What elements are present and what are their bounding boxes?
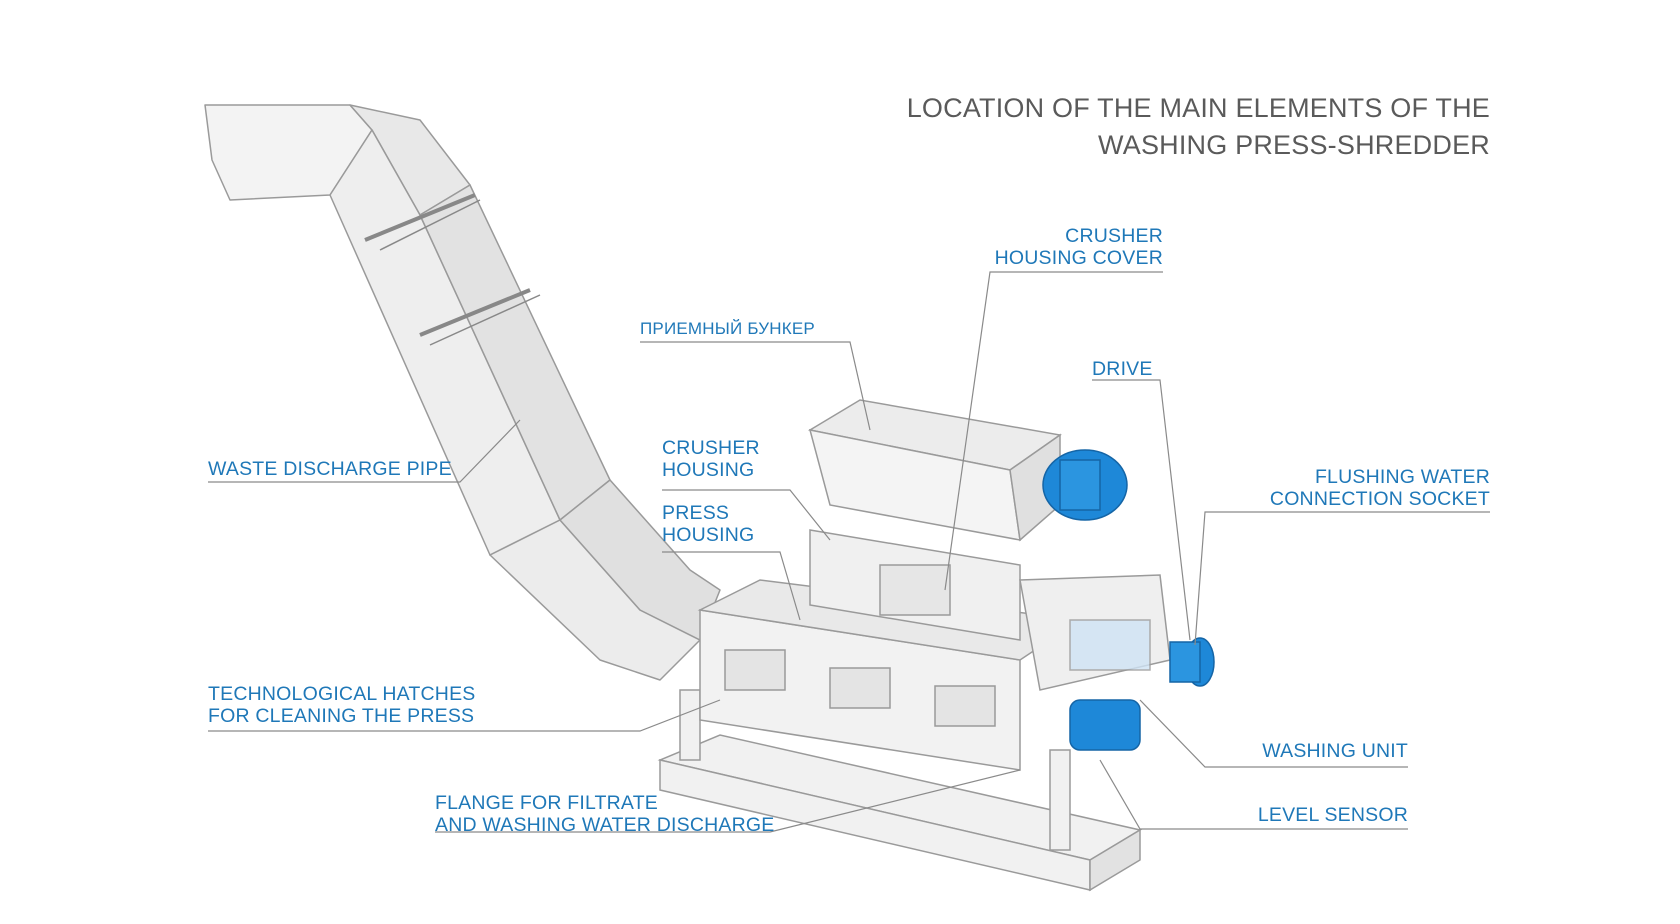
label-technological-hatches: TECHNOLOGICAL HATCHES FOR CLEANING THE P… xyxy=(208,683,476,727)
title-line-2: WASHING PRESS-SHREDDER xyxy=(1098,130,1490,160)
label-flange-filtrate: FLANGE FOR FILTRATE AND WASHING WATER DI… xyxy=(435,792,775,836)
label-flushing-water-socket: FLUSHING WATER CONNECTION SOCKET xyxy=(1269,466,1490,510)
frame xyxy=(657,689,1142,892)
drive-motor xyxy=(1042,449,1128,521)
label-crusher-housing-cover: CRUSHER HOUSING COVER xyxy=(994,225,1163,269)
washing-pump xyxy=(1069,699,1141,751)
waste-discharge-pipe xyxy=(204,104,721,681)
label-crusher-housing: CRUSHER HOUSING xyxy=(662,437,760,481)
label-waste-discharge-pipe: WASTE DISCHARGE PIPE xyxy=(208,458,452,480)
label-drive: DRIVE xyxy=(1092,358,1153,380)
label-receiving-hopper: ПРИЕМНЫЙ БУНКЕР xyxy=(640,319,815,338)
receiving-hopper xyxy=(807,399,1062,641)
label-press-housing: PRESS HOUSING xyxy=(662,502,755,546)
washing-unit xyxy=(1019,574,1171,691)
label-washing-unit: WASHING UNIT xyxy=(1262,740,1408,762)
diagram-title: LOCATION OF THE MAIN ELEMENTS OF THE WAS… xyxy=(690,90,1490,164)
flushing-socket xyxy=(1169,637,1215,687)
press-housing xyxy=(697,579,1083,771)
leader-lines xyxy=(208,271,1490,833)
label-level-sensor: LEVEL SENSOR xyxy=(1257,804,1408,826)
title-line-1: LOCATION OF THE MAIN ELEMENTS OF THE xyxy=(906,93,1490,123)
